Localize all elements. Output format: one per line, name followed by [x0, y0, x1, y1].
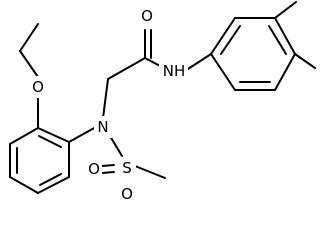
sulfonamide-nitrogen-label: N — [97, 118, 108, 136]
chemical-structure-canvas: O NH O N S O O — [9, 1, 316, 205]
sulfonyl-oxygen-bottom-label: O — [121, 185, 133, 203]
bond-layer — [9, 1, 316, 197]
amide-nh-label: NH — [163, 62, 186, 80]
sulfur-label: S — [122, 159, 132, 177]
sulfonyl-oxygen-left-label: O — [88, 160, 100, 178]
ether-oxygen-label: O — [32, 78, 44, 96]
atom-layer: O NH O N S O O — [30, 5, 188, 205]
carbonyl-oxygen-label: O — [141, 7, 153, 25]
molecule-diagram: O NH O N S O O — [9, 1, 316, 205]
